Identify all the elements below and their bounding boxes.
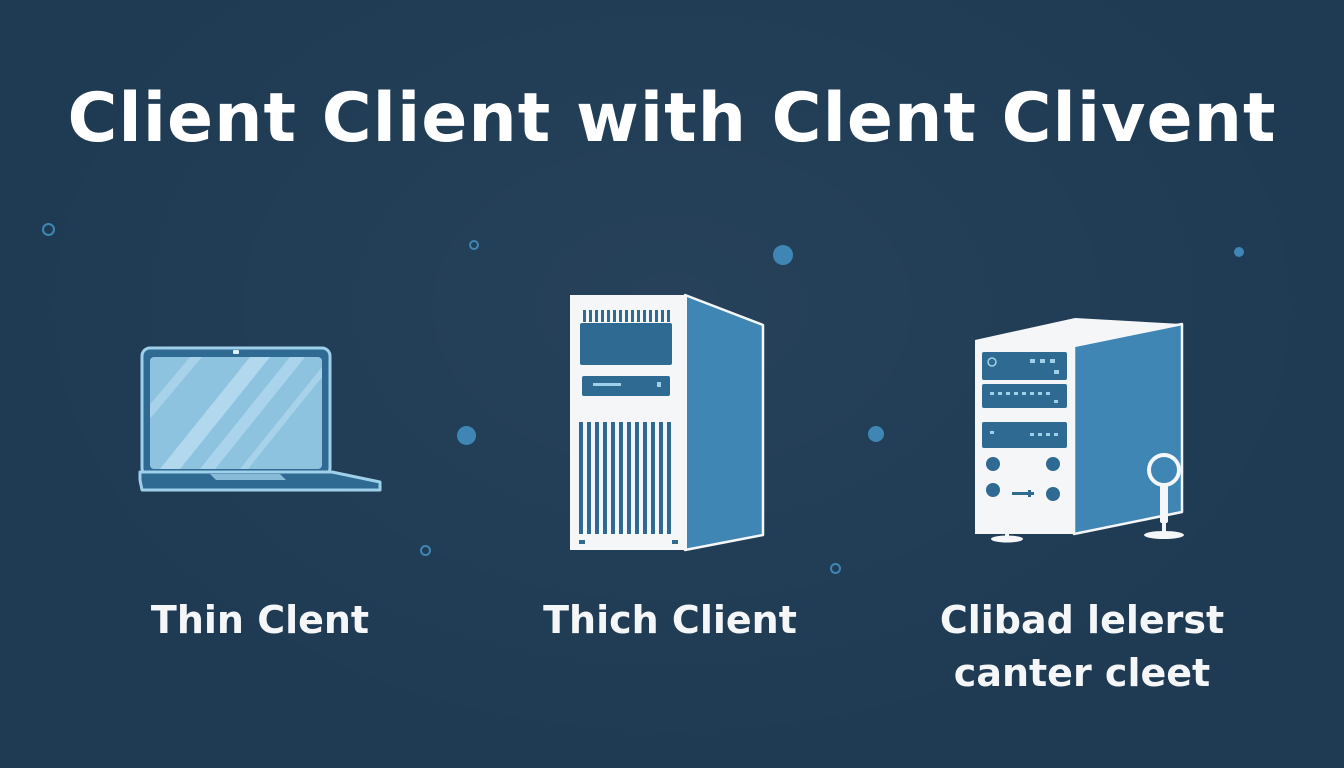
decorative-dot [469,240,479,250]
decorative-dot [830,563,841,574]
decorative-dot [42,223,55,236]
decorative-dot [420,545,431,556]
tower-computer-icon [570,293,765,552]
page-title: Client Client with Clent Clivent [67,79,1277,158]
third-client-label-line-1: Clibad lelerst [939,598,1225,642]
thick-client-label: Thich Client [543,598,797,642]
thin-client-label: Thin Clent [150,598,370,642]
server-rack-icon [975,318,1184,543]
decorative-dot [1234,247,1244,257]
third-client-label-line-2: canter cleet [953,651,1211,696]
third-client-label: Clibad lelerst canter cleet [920,594,1244,700]
laptop-icon [138,346,382,492]
decorative-dot [773,245,793,265]
decorative-dot [457,426,476,445]
decorative-dot [868,426,884,442]
